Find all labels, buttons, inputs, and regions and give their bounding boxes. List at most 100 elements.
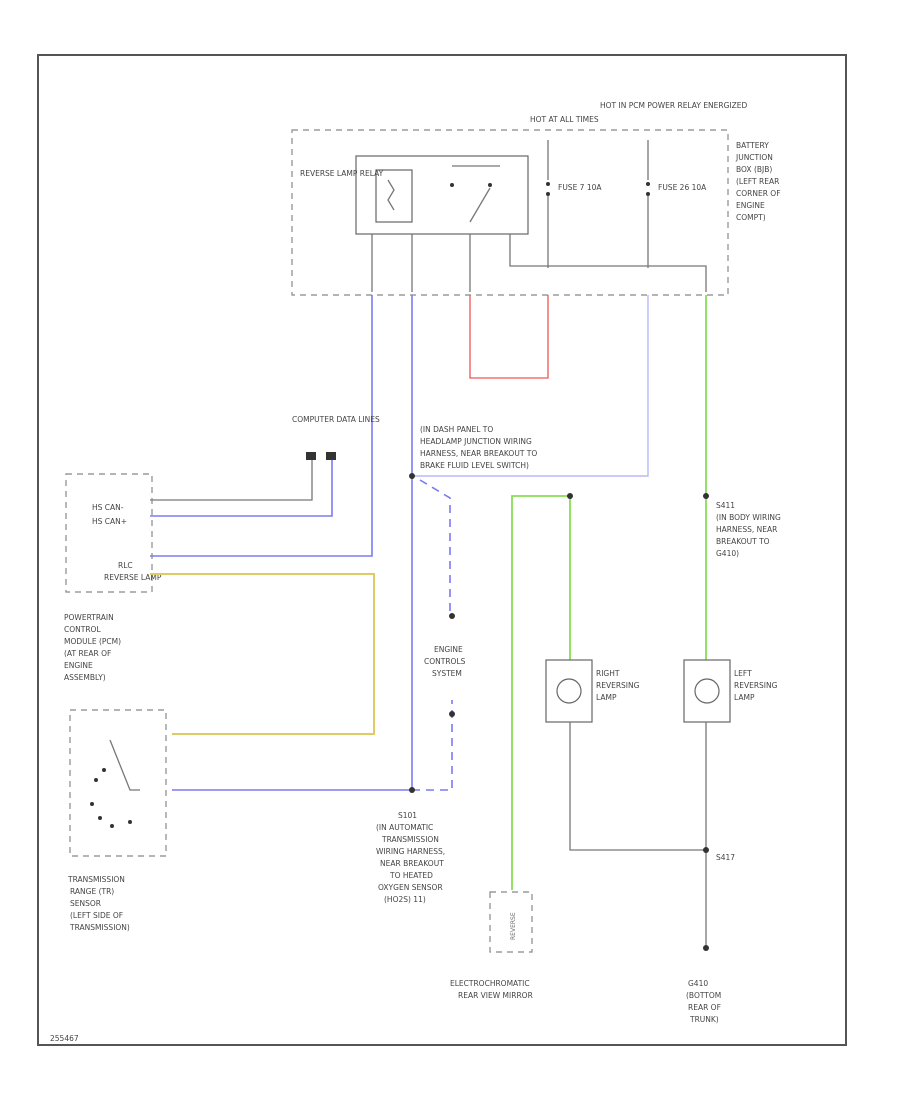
s417-label: S417 (716, 853, 735, 862)
fuse-26-node (646, 182, 650, 186)
svg-text:NEAR BREAKOUT: NEAR BREAKOUT (380, 859, 444, 868)
svg-text:(IN AUTOMATIC: (IN AUTOMATIC (376, 823, 433, 832)
svg-text:HS CAN+: HS CAN+ (92, 517, 127, 526)
svg-text:(BOTTOM: (BOTTOM (686, 991, 721, 1000)
tr-contact-1 (94, 778, 98, 782)
svg-text:REVERSING: REVERSING (734, 681, 778, 690)
splice-dash-panel (409, 473, 415, 479)
relay-coil-box (375, 169, 413, 223)
svg-text:CORNER OF: CORNER OF (736, 189, 781, 198)
svg-text:S411: S411 (716, 501, 735, 510)
svg-text:REAR VIEW MIRROR: REAR VIEW MIRROR (458, 991, 533, 1000)
mirror-inner-label: REVERSE (510, 912, 517, 940)
wire-right-lamp-ground (569, 722, 706, 851)
splice-trans-label: S101 (IN AUTOMATIC TRANSMISSION WIRING H… (376, 811, 445, 904)
svg-text:OXYGEN SENSOR: OXYGEN SENSOR (378, 883, 443, 892)
wire-pcm-to-tr-sensor (150, 573, 375, 735)
tr-sensor-box (69, 709, 167, 857)
diagram-id: 255467 (50, 1034, 79, 1043)
svg-text:(LEFT REAR: (LEFT REAR (736, 177, 779, 186)
wire-fuse7-loop (469, 295, 549, 379)
svg-text:BREAKOUT TO: BREAKOUT TO (716, 537, 770, 546)
svg-text:HEADLAMP JUNCTION WIRING: HEADLAMP JUNCTION WIRING (420, 437, 532, 446)
dlc-connector-2 (326, 452, 336, 460)
ground-g410-icon (703, 945, 709, 951)
svg-text:CONTROLS: CONTROLS (424, 657, 466, 666)
svg-text:(AT REAR OF: (AT REAR OF (64, 649, 111, 658)
relay-contact-2 (488, 183, 492, 187)
relay-switch (452, 165, 500, 223)
wire-to-mirror (511, 495, 570, 890)
engine-controls-label: ENGINE CONTROLS SYSTEM (424, 645, 466, 678)
engine-controls-node-top (449, 613, 455, 619)
svg-text:REVERSING: REVERSING (596, 681, 640, 690)
svg-text:ELECTROCHROMATIC: ELECTROCHROMATIC (450, 979, 530, 988)
tr-contact-3 (90, 802, 94, 806)
relay-pin-5 (509, 234, 707, 292)
svg-text:LEFT: LEFT (734, 669, 752, 678)
tr-sensor-label: TRANSMISSION RANGE (TR) SENSOR (LEFT SID… (67, 875, 130, 932)
engine-controls-node-bottom (449, 711, 455, 717)
svg-text:TRUNK): TRUNK) (689, 1015, 719, 1024)
fuse-7-label: FUSE 7 10A (558, 183, 602, 192)
wire-relay-to-tr-sensor (172, 295, 413, 791)
svg-text:SYSTEM: SYSTEM (432, 669, 462, 678)
svg-text:SENSOR: SENSOR (70, 899, 101, 908)
svg-text:ENGINE: ENGINE (736, 201, 765, 210)
dlc-label: COMPUTER DATA LINES (292, 415, 380, 424)
battery-junction-box (291, 129, 729, 296)
splice-s411 (703, 493, 709, 499)
tr-sensor-switch (109, 739, 140, 791)
svg-text:LAMP: LAMP (734, 693, 755, 702)
splice-s417 (703, 847, 709, 853)
svg-text:WIRING HARNESS,: WIRING HARNESS, (376, 847, 445, 856)
fuse-7-node (546, 182, 550, 186)
svg-text:HARNESS, NEAR BREAKOUT TO: HARNESS, NEAR BREAKOUT TO (420, 449, 537, 458)
tr-contact-6 (128, 820, 132, 824)
splice-s101 (409, 787, 415, 793)
svg-text:POWERTRAIN: POWERTRAIN (64, 613, 114, 622)
right-reversing-lamp (545, 659, 593, 723)
left-reversing-lamp (683, 659, 731, 723)
splice-panel-label: (IN DASH PANEL TO HEADLAMP JUNCTION WIRI… (420, 425, 537, 470)
svg-text:RANGE (TR): RANGE (TR) (70, 887, 114, 896)
svg-text:RIGHT: RIGHT (596, 669, 620, 678)
s411-label: S411 (IN BODY WIRING HARNESS, NEAR BREAK… (716, 501, 781, 558)
tr-contact-2 (102, 768, 106, 772)
ground-label: G410 (BOTTOM REAR OF TRUNK) (686, 979, 721, 1024)
svg-text:MODULE (PCM): MODULE (PCM) (64, 637, 121, 646)
hot-at-all-times-label: HOT AT ALL TIMES (530, 115, 599, 124)
svg-text:(IN BODY WIRING: (IN BODY WIRING (716, 513, 781, 522)
pcm-box (65, 473, 153, 593)
pcm-label: POWERTRAIN CONTROL MODULE (PCM) (AT REAR… (64, 613, 121, 682)
mirror-label: ELECTROCHROMATIC REAR VIEW MIRROR (450, 979, 533, 1000)
left-lamp-label: LEFT REVERSING LAMP (734, 669, 778, 702)
wire-hs-can-plus (150, 460, 333, 517)
electrochromatic-mirror (489, 891, 533, 953)
svg-text:REVERSE LAMP: REVERSE LAMP (104, 573, 162, 582)
left-lamp-bulb-icon (694, 678, 720, 704)
svg-text:G410): G410) (716, 549, 739, 558)
svg-text:COMPT): COMPT) (736, 213, 766, 222)
svg-text:G410: G410 (688, 979, 708, 988)
svg-text:ASSEMBLY): ASSEMBLY) (64, 673, 106, 682)
svg-text:CONTROL: CONTROL (64, 625, 101, 634)
wire-fuse26-to-splice (412, 295, 649, 477)
svg-text:(LEFT SIDE OF: (LEFT SIDE OF (70, 911, 123, 920)
svg-text:TRANSMISSION): TRANSMISSION) (69, 923, 130, 932)
fuse-26-node-2 (646, 192, 650, 196)
svg-text:ENGINE: ENGINE (434, 645, 463, 654)
fuse-7-node-2 (546, 192, 550, 196)
svg-text:(HO2S) 11): (HO2S) 11) (384, 895, 426, 904)
svg-text:REAR OF: REAR OF (688, 1003, 721, 1012)
svg-text:ENGINE: ENGINE (64, 661, 93, 670)
fuse-26-label: FUSE 26 10A (658, 183, 707, 192)
right-lamp-bulb-icon (556, 678, 582, 704)
svg-text:COMPUTER DATA LINES: COMPUTER DATA LINES (292, 415, 380, 424)
svg-text:S101: S101 (398, 811, 417, 820)
right-lamp-node (567, 493, 573, 499)
svg-text:TO HEATED: TO HEATED (389, 871, 433, 880)
wire-to-engine-controls-lower (412, 700, 453, 791)
relay-contact (450, 183, 454, 187)
